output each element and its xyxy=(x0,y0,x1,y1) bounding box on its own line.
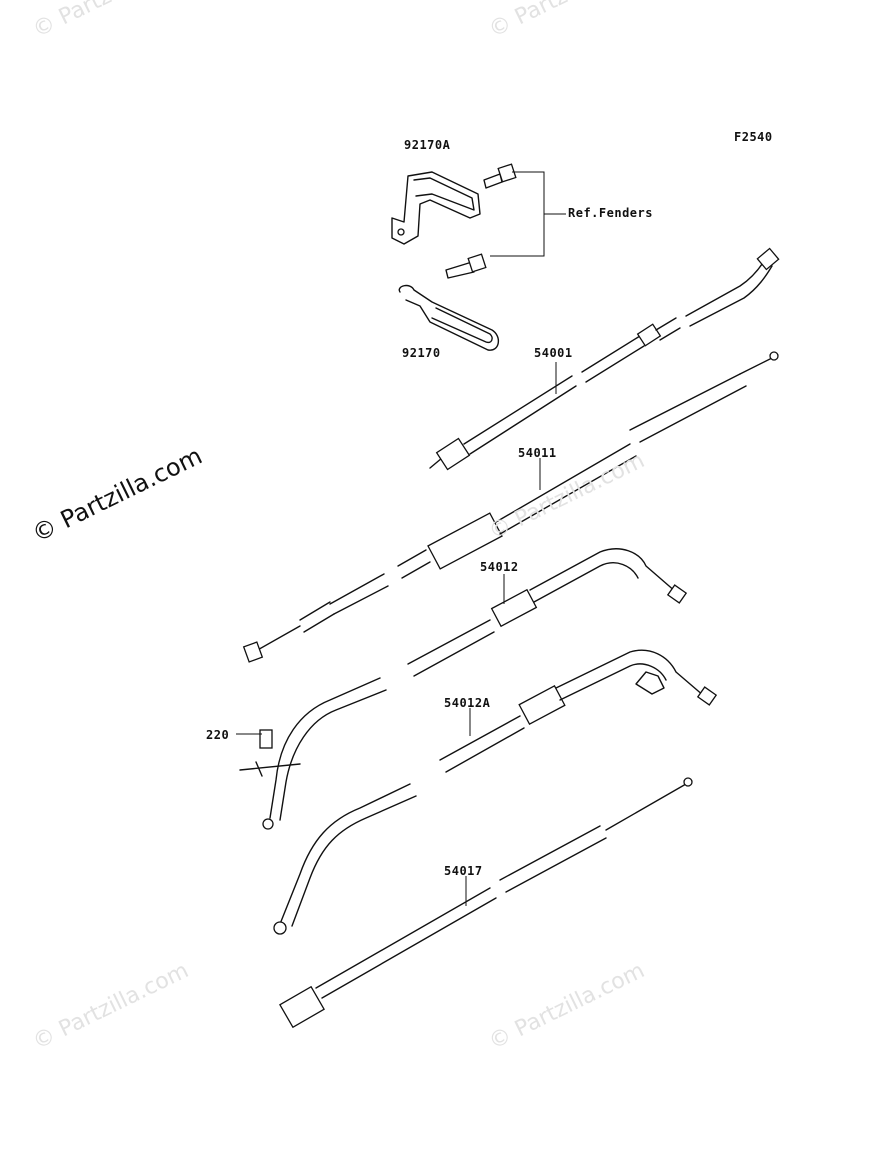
part-label-54012: 54012 xyxy=(480,560,519,574)
part-label-54001: 54001 xyxy=(534,346,573,360)
bolt-lower-drawing xyxy=(445,253,487,279)
part-label-220: 220 xyxy=(206,728,230,742)
part-label-92170a: 92170A xyxy=(404,138,451,152)
clamp-92170-drawing xyxy=(398,284,499,351)
figure-code: F2540 xyxy=(734,130,773,144)
part-label-54017: 54017 xyxy=(444,864,483,878)
cable-54017-drawing xyxy=(279,777,693,1029)
cable-54001-drawing xyxy=(429,247,780,471)
clamp-92170a-drawing xyxy=(391,171,481,245)
reference-note: Ref.Fenders xyxy=(568,206,653,220)
cable-54012a-drawing xyxy=(273,649,718,935)
ref-bracket xyxy=(490,171,545,257)
cable-54012-drawing xyxy=(239,548,688,830)
bolt-upper-drawing xyxy=(483,163,517,189)
cable-54011-drawing xyxy=(242,351,779,663)
part-label-54012a: 54012A xyxy=(444,696,491,710)
part-label-54011: 54011 xyxy=(518,446,557,460)
part-label-92170: 92170 xyxy=(402,346,441,360)
